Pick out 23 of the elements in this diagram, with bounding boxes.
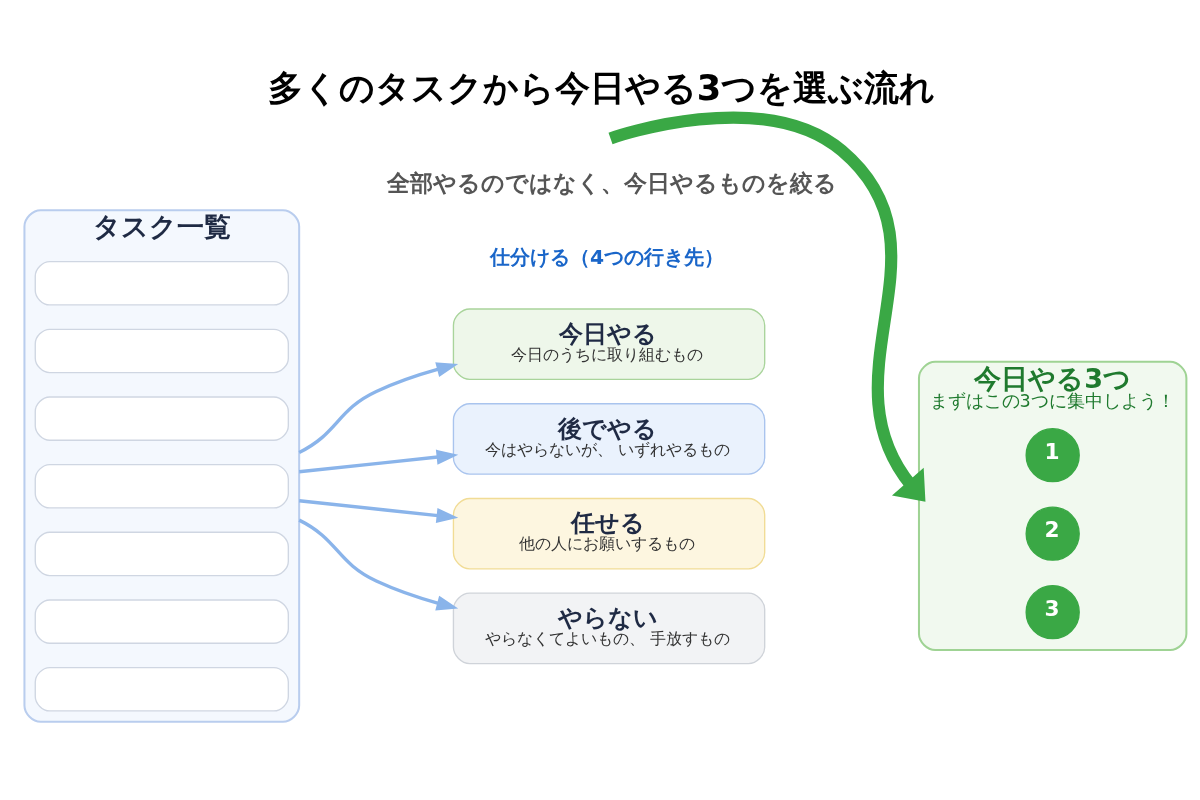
- arrow: [299, 449, 459, 474]
- node-box: 今日やる 今日のうちに取り組むもの: [452, 308, 766, 381]
- label: 仕分ける（4つの行き先）: [489, 244, 725, 269]
- node-box: やらない やらなくてよいもの、 手放すもの: [452, 592, 766, 665]
- arrow: [298, 362, 459, 454]
- cluster: タスク一覧: [23, 209, 301, 723]
- node-box: 後でやる 今はやらないが、 いずれやるもの: [452, 403, 766, 475]
- node-box: [34, 666, 289, 712]
- node-box: [34, 260, 289, 306]
- node-box: [34, 531, 289, 577]
- node-box: [34, 463, 289, 509]
- node-circle: 3: [1025, 584, 1080, 640]
- node-box: [34, 599, 289, 644]
- node-circle: 2: [1025, 506, 1080, 561]
- diagram-title: 多くのタスクから今日やる3つを選ぶ流れ: [267, 66, 936, 108]
- arrow: [299, 499, 459, 523]
- node-box: [34, 396, 289, 441]
- arrow: [608, 111, 926, 502]
- node-circle: 1: [1025, 427, 1080, 483]
- label: 全部やるのではなく、今日やるものを絞る: [387, 170, 838, 197]
- arrow: [298, 518, 459, 611]
- node-box: [34, 328, 289, 374]
- node-box: 任せる 他の人にお願いするもの: [452, 497, 766, 570]
